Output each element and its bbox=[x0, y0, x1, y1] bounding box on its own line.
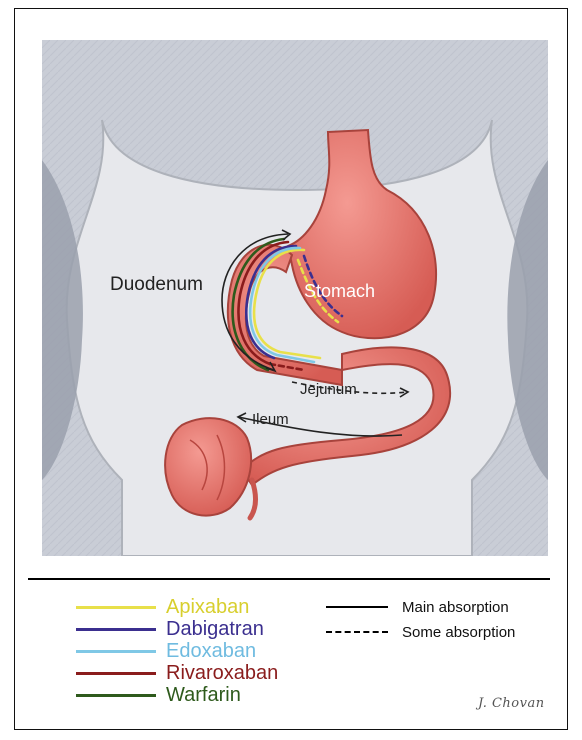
legend-item-apixaban: Apixaban bbox=[76, 596, 249, 618]
legend-divider bbox=[28, 578, 550, 580]
dashed-line-swatch bbox=[326, 631, 388, 633]
legend-label-apixaban: Apixaban bbox=[166, 596, 249, 618]
stomach-label: Stomach bbox=[304, 281, 375, 301]
anatomy-illustration: Duodenum Stomach Jejunum Ileum bbox=[42, 40, 548, 556]
legend-item-dabigatran: Dabigatran bbox=[76, 618, 264, 640]
key-label-some-absorption: Some absorption bbox=[402, 624, 515, 641]
key-item-some-absorption: Some absorption bbox=[326, 622, 515, 642]
key-item-main-absorption: Main absorption bbox=[326, 597, 509, 617]
legend-swatch-apixaban bbox=[76, 606, 156, 609]
legend-item-edoxaban: Edoxaban bbox=[76, 640, 256, 662]
key-label-main-absorption: Main absorption bbox=[402, 599, 509, 616]
solid-line-swatch bbox=[326, 606, 388, 608]
legend-swatch-warfarin bbox=[76, 694, 156, 697]
legend-label-rivaroxaban: Rivaroxaban bbox=[166, 662, 278, 684]
duodenum-label: Duodenum bbox=[110, 274, 203, 295]
legend-label-edoxaban: Edoxaban bbox=[166, 640, 256, 662]
legend-item-warfarin: Warfarin bbox=[76, 684, 241, 706]
ileum-label: Ileum bbox=[252, 411, 289, 428]
legend-swatch-edoxaban bbox=[76, 650, 156, 653]
legend-label-dabigatran: Dabigatran bbox=[166, 618, 264, 640]
legend-swatch-rivaroxaban bbox=[76, 672, 156, 675]
legend-swatch-dabigatran bbox=[76, 628, 156, 631]
legend-label-warfarin: Warfarin bbox=[166, 684, 241, 706]
jejunum-label: Jejunum bbox=[300, 381, 357, 398]
artist-signature: J. Chovan bbox=[478, 696, 545, 711]
legend-item-rivaroxaban: Rivaroxaban bbox=[76, 662, 278, 684]
